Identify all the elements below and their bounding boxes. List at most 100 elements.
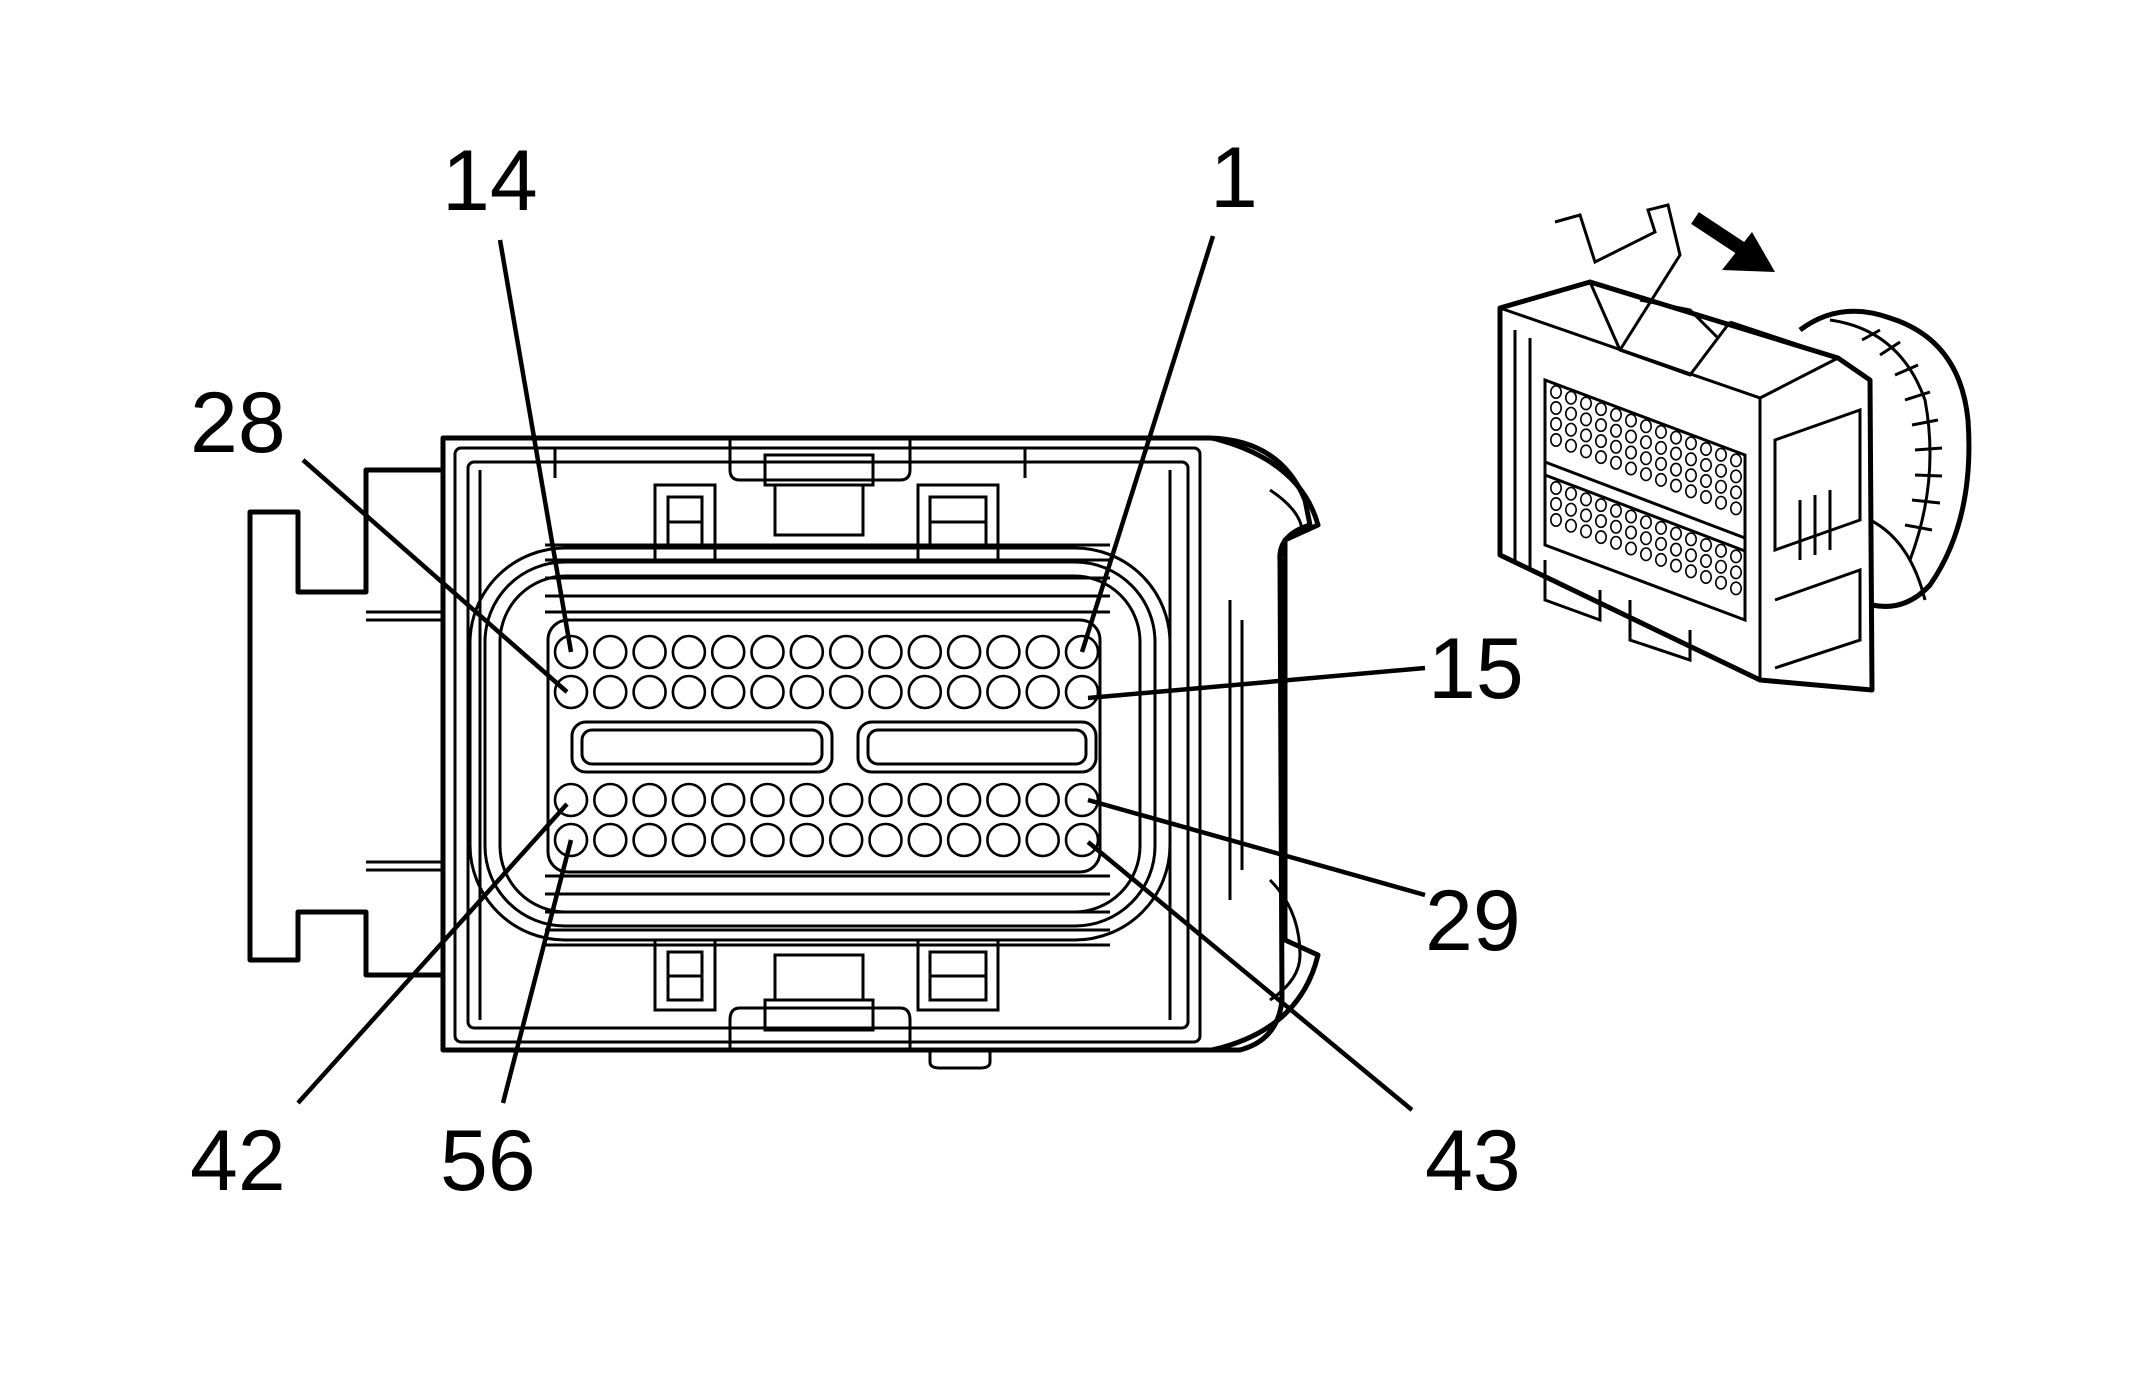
inset-cavity [1670, 430, 1683, 445]
pin-cavity-7 [828, 634, 864, 670]
pin-cavity-29 [1064, 782, 1100, 818]
inset-cavity [1580, 428, 1593, 443]
pin-cavity-33 [907, 782, 943, 818]
inset-pin-cavities [1550, 384, 1743, 596]
top-lock-features [553, 440, 1027, 562]
inset-cavity [1595, 498, 1608, 513]
leader-pin-56 [500, 839, 574, 1104]
pin-cavity-27 [592, 674, 628, 710]
pin-label-56: 56 [440, 1113, 536, 1209]
pin-cavity-43 [1064, 822, 1100, 858]
inset-cavity [1550, 384, 1563, 399]
inset-cavity [1610, 503, 1623, 518]
inset-cavity [1670, 478, 1683, 493]
pin-cavity-19 [907, 674, 943, 710]
pin-cavity-48 [868, 822, 903, 858]
inset-cavity [1640, 451, 1653, 466]
inset-cavity [1610, 519, 1623, 534]
center-divider-bars [570, 720, 1098, 774]
pin-cavity-54 [632, 822, 667, 858]
inset-cavity [1640, 515, 1653, 530]
pin-cavity-30 [1025, 782, 1060, 818]
inset-cavity [1700, 553, 1713, 568]
leader-pin-14 [497, 239, 574, 653]
inset-cavity [1550, 512, 1563, 527]
inset-cavity [1565, 406, 1578, 421]
inset-cavity [1565, 438, 1578, 453]
inset-cavity [1550, 496, 1563, 511]
inset-cavity [1685, 484, 1698, 499]
inset-cavity [1580, 444, 1593, 459]
view-direction-arrow [1691, 212, 1775, 272]
inset-cavity [1655, 536, 1668, 551]
pin-cavity-55 [592, 822, 628, 858]
inset-cavity [1685, 564, 1698, 579]
pin-cavity-41 [592, 782, 628, 818]
inset-cavity [1625, 413, 1638, 428]
inset-cavity [1655, 424, 1668, 439]
inset-cavity [1655, 472, 1668, 487]
inset-cavity [1595, 434, 1608, 449]
inset-cavity [1715, 463, 1728, 478]
inset-cavity [1700, 537, 1713, 552]
cable-boot [1798, 308, 1972, 609]
inset-cavity [1550, 400, 1563, 415]
pin-cavity-12 [632, 634, 667, 670]
pin-cavity-49 [828, 822, 864, 858]
inset-cavity [1730, 453, 1743, 468]
inset-cavity [1730, 549, 1743, 564]
pin-cavity-26 [632, 674, 667, 710]
pin-label-15: 15 [1428, 621, 1524, 717]
inset-cavity [1580, 524, 1593, 539]
inset-cavity [1625, 461, 1638, 476]
inset-cavity [1655, 552, 1668, 567]
pin-cavity-53 [671, 822, 707, 858]
pin-cavity-23 [750, 674, 785, 710]
pin-cavity-46 [946, 822, 982, 858]
inset-cavity [1640, 419, 1653, 434]
inset-cavity [1610, 439, 1623, 454]
pin-cavity-31 [986, 782, 1021, 818]
inset-cavity [1640, 547, 1653, 562]
inset-cavity [1550, 480, 1563, 495]
inset-cavity [1670, 542, 1683, 557]
inset-cavity [1640, 435, 1653, 450]
inset-cavity [1670, 558, 1683, 573]
pin-label-28: 28 [190, 375, 286, 471]
pin-cavity-17 [986, 674, 1021, 710]
inset-cavity [1565, 390, 1578, 405]
inset-cavity [1595, 418, 1608, 433]
pin-label-42: 42 [190, 1113, 286, 1209]
pin-cavity-8 [789, 634, 825, 670]
inset-cavity [1580, 508, 1593, 523]
inset-cavity [1685, 452, 1698, 467]
inset-cavity [1715, 447, 1728, 462]
pin-cavity-21 [828, 674, 864, 710]
pin-cavity-2 [1025, 634, 1060, 670]
inset-cavity [1595, 402, 1608, 417]
inset-cavity [1685, 532, 1698, 547]
pin-cavity-18 [946, 674, 982, 710]
inset-cavity [1580, 396, 1593, 411]
leader-pin-15 [1087, 665, 1426, 701]
left-latch-tab [247, 467, 446, 978]
pin-cavity-grid [553, 634, 1100, 858]
inset-cavity [1640, 531, 1653, 546]
pin-cavity-36 [789, 782, 825, 818]
connector-housing [440, 435, 1313, 1053]
pin-cavity-32 [946, 782, 982, 818]
pin-cavity-51 [750, 822, 785, 858]
inset-cavity [1640, 467, 1653, 482]
pin-label-43: 43 [1425, 1113, 1521, 1209]
inset-cavity [1625, 445, 1638, 460]
connector-face-view [247, 435, 1321, 1070]
inset-cavity [1715, 575, 1728, 590]
pin-cavity-11 [671, 634, 707, 670]
inset-cavity [1670, 462, 1683, 477]
inset-cavity [1715, 543, 1728, 558]
inset-cavity [1625, 525, 1638, 540]
pin-cavity-28 [553, 674, 589, 710]
inset-cavity [1700, 489, 1713, 504]
inset-cavity [1580, 492, 1593, 507]
right-side-latch [1211, 435, 1321, 1053]
